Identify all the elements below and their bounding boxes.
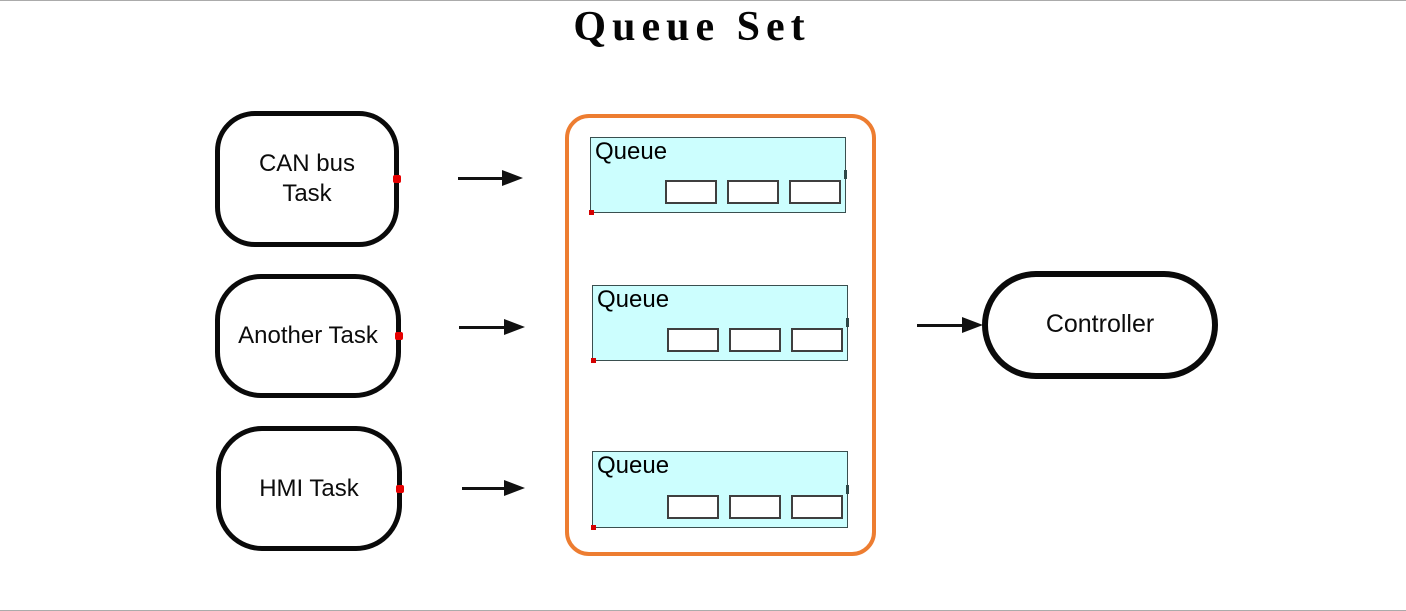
arrowhead-icon — [504, 480, 525, 496]
queue-slot — [727, 180, 779, 204]
controller-label: Controller — [1045, 310, 1155, 339]
connection-tick — [844, 170, 847, 179]
queue-box-3: Queue — [591, 451, 849, 530]
queue-slot — [791, 328, 843, 352]
task-label-line: HMI Task — [259, 474, 359, 502]
queue-box-2: Queue — [591, 285, 849, 363]
arrow-queueset-to-controller — [917, 317, 983, 333]
queue-slot — [729, 495, 781, 519]
arrow-shaft — [459, 325, 505, 329]
task-label-line: Task — [282, 180, 332, 207]
diagram-title: Queue Set — [573, 4, 811, 50]
queue-slot — [667, 495, 719, 519]
connection-dot — [591, 358, 596, 363]
task-node-another: Another Task — [215, 274, 403, 398]
connection-dot — [589, 210, 594, 215]
controller-node: Controller — [982, 271, 1218, 379]
queue-slots — [667, 328, 843, 352]
connection-dot — [393, 175, 401, 183]
queue-label: Queue — [597, 286, 670, 313]
arrowhead-icon — [504, 319, 525, 335]
task-label-can-bus: CAN bus Task — [259, 149, 355, 209]
queue-slot — [729, 328, 781, 352]
queue-slot — [665, 180, 717, 204]
task-node-can-bus: CAN bus Task — [215, 111, 401, 247]
queue-box-1: Queue — [589, 137, 847, 215]
task-label-hmi: HMI Task — [259, 474, 359, 504]
arrow-hmi-to-queue — [462, 480, 525, 496]
arrow-shaft — [917, 323, 963, 327]
arrow-shaft — [462, 486, 505, 490]
task-label-another: Another Task — [238, 321, 378, 351]
arrowhead-icon — [962, 317, 983, 333]
queue-label: Queue — [597, 452, 670, 479]
task-node-hmi: HMI Task — [216, 426, 404, 551]
connection-tick — [846, 318, 849, 327]
arrowhead-icon — [502, 170, 523, 186]
queue-slot — [667, 328, 719, 352]
queue-slot — [789, 180, 841, 204]
queue-slot — [791, 495, 843, 519]
queue-slots — [665, 180, 841, 204]
connection-tick — [846, 484, 849, 494]
queue-slots — [667, 495, 843, 519]
connection-dot — [591, 525, 596, 530]
task-label-line: CAN bus — [258, 150, 356, 177]
connection-dot — [396, 484, 404, 493]
arrow-shaft — [458, 176, 503, 180]
queue-label: Queue — [595, 138, 668, 165]
connection-dot — [395, 332, 403, 340]
arrow-another-to-queue — [459, 319, 525, 335]
task-label-line: Another Task — [238, 322, 378, 349]
arrow-can-bus-to-queue — [458, 170, 523, 186]
